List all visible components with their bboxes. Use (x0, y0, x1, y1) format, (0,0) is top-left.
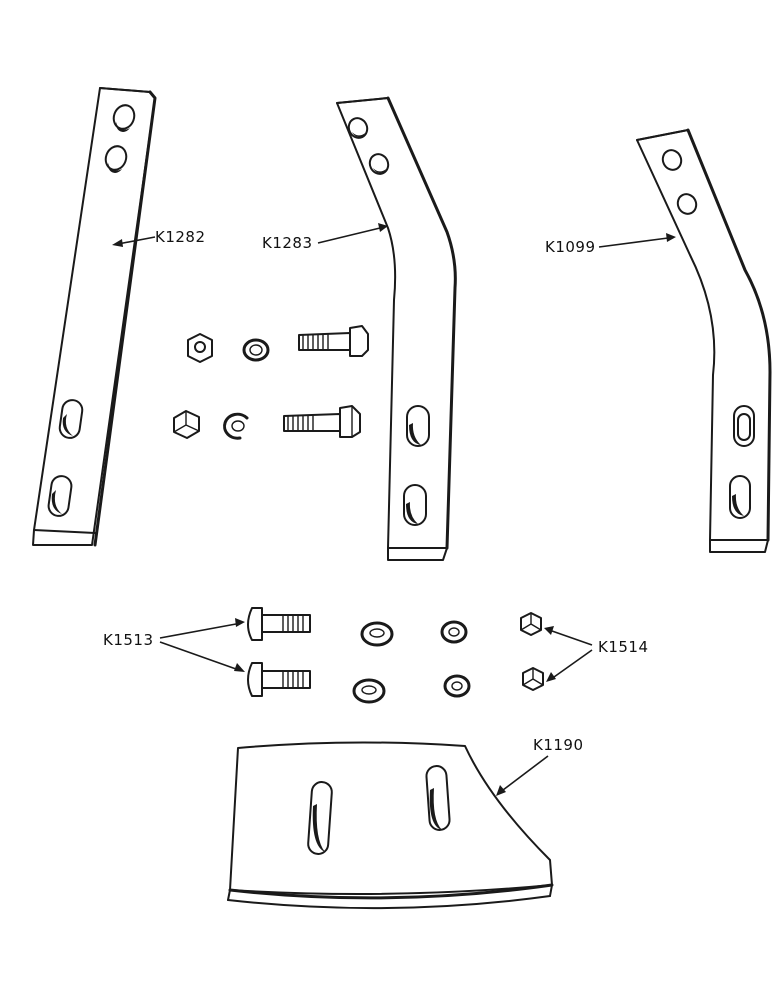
leader-k1282 (117, 236, 156, 245)
hex-bolt-icon (283, 405, 361, 438)
leader-k1283 (317, 227, 381, 244)
leader-k1190 (502, 755, 549, 791)
leader-k1514-top (551, 630, 593, 646)
label-k1514: K1514 (598, 638, 649, 656)
leader-k1513-bottom (159, 641, 237, 670)
hex-nut-icon (187, 333, 213, 363)
lock-washer-icon (242, 338, 270, 362)
arrowhead-k1283 (378, 223, 388, 232)
bar-k1282 (32, 87, 157, 547)
bar-k1283 (336, 96, 457, 561)
upper-hardware (173, 325, 369, 440)
arrowhead-k1514-top (544, 626, 554, 635)
arrowhead-k1513-top (235, 618, 245, 627)
lock-washer-icon (443, 674, 471, 698)
flat-washer-icon (360, 621, 394, 647)
arrowhead-k1190 (496, 785, 506, 796)
split-washer-icon (223, 412, 249, 440)
label-k1190: K1190 (533, 736, 584, 754)
carriage-bolt-icon (247, 607, 311, 641)
shield-plate-k1190 (227, 741, 554, 910)
arrowhead-k1513-bottom (234, 663, 245, 672)
leader-k1099 (598, 237, 669, 248)
lock-washer-icon (440, 620, 468, 644)
label-k1282: K1282 (155, 228, 206, 246)
label-k1283: K1283 (262, 234, 313, 252)
leader-k1513-top (159, 623, 237, 639)
label-k1513: K1513 (103, 631, 154, 649)
arrowhead-k1099 (666, 233, 676, 242)
hex-bolt-icon (298, 325, 369, 357)
arrowhead-k1282 (112, 239, 123, 247)
label-k1099: K1099 (545, 238, 596, 256)
flat-washer-icon (352, 678, 386, 704)
leader-k1514-bottom (553, 649, 593, 678)
bar-k1099 (636, 128, 772, 553)
lower-hardware (247, 607, 544, 704)
arrowhead-k1514-bottom (546, 672, 556, 682)
carriage-bolt-icon (247, 662, 311, 697)
